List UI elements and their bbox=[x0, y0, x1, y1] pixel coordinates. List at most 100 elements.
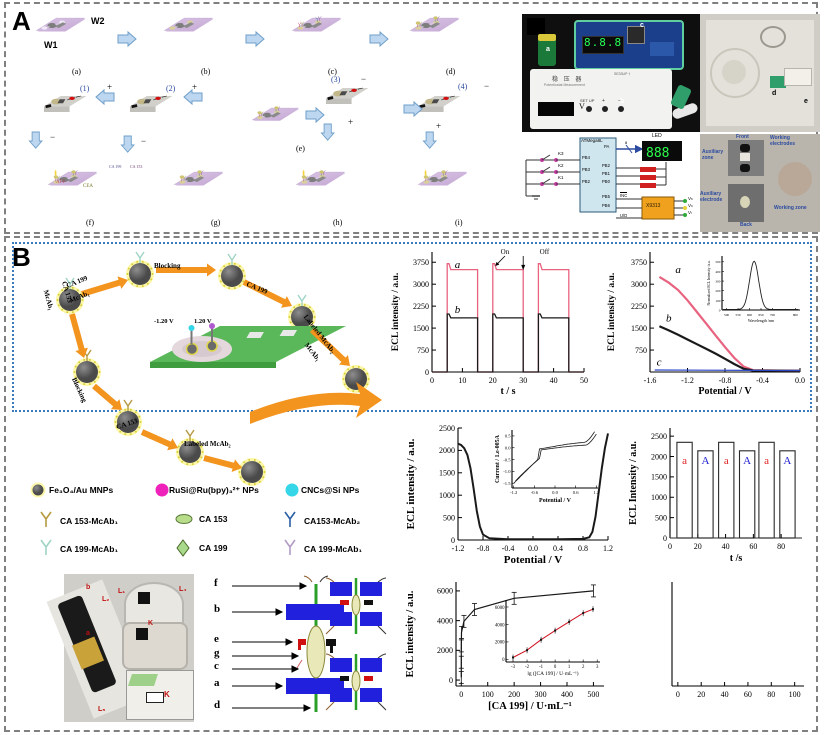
svg-text:500: 500 bbox=[724, 313, 729, 317]
working-zone-label: Working zone bbox=[774, 205, 807, 211]
svg-text:0: 0 bbox=[719, 308, 721, 312]
svg-text:500: 500 bbox=[587, 690, 599, 699]
svg-text:60: 60 bbox=[749, 542, 757, 551]
svg-text:[CA 199] / U·mL⁻¹: [CA 199] / U·mL⁻¹ bbox=[488, 701, 572, 712]
switch-k3-label: K3 bbox=[558, 151, 564, 156]
polarity-plus-4: + bbox=[436, 121, 442, 131]
legend-label-ca153mcab2: CA153-McAb₂ bbox=[304, 516, 361, 526]
svg-text:80: 80 bbox=[777, 542, 785, 551]
svg-text:t / s: t / s bbox=[501, 386, 516, 397]
analyte-afp-f: AFP bbox=[56, 180, 66, 185]
svg-text:0.0: 0.0 bbox=[528, 544, 538, 553]
svg-text:300: 300 bbox=[715, 279, 720, 283]
electrode-front-label: Front bbox=[736, 134, 749, 140]
svg-text:a: a bbox=[724, 455, 729, 467]
svg-text:550: 550 bbox=[736, 313, 741, 317]
svg-text:0.5: 0.5 bbox=[505, 434, 511, 439]
cyan-sphere-icon bbox=[285, 483, 299, 497]
device-schematic: f b e g c a d bbox=[206, 574, 392, 722]
svg-text:0.4: 0.4 bbox=[553, 544, 563, 553]
svg-text:a: a bbox=[764, 455, 769, 467]
schematic-label-f: f bbox=[214, 577, 218, 589]
schematic-label-d: d bbox=[214, 699, 221, 711]
svg-text:40: 40 bbox=[721, 690, 729, 699]
svg-text:0: 0 bbox=[676, 690, 680, 699]
ud-label: U/D bbox=[620, 213, 628, 218]
svg-text:Wavelength /nm: Wavelength /nm bbox=[748, 318, 775, 323]
svg-text:750: 750 bbox=[417, 346, 429, 355]
schematic-label-b: b bbox=[214, 603, 221, 615]
svg-text:6000: 6000 bbox=[437, 587, 453, 596]
photo-marker-d: d bbox=[772, 90, 777, 97]
svg-text:lg ([CA 199] / U·mL⁻¹): lg ([CA 199] / U·mL⁻¹) bbox=[527, 670, 578, 677]
polarity-plus-1: + bbox=[107, 82, 113, 92]
svg-text:2250: 2250 bbox=[413, 302, 429, 311]
svg-text:1500: 1500 bbox=[651, 473, 667, 482]
port-pb4-label: PB4 bbox=[582, 155, 590, 160]
svg-text:650: 650 bbox=[758, 313, 763, 317]
step-label-h: (h) bbox=[333, 218, 343, 227]
svg-text:t /s: t /s bbox=[730, 553, 743, 564]
svg-text:50: 50 bbox=[580, 376, 588, 385]
step-label-d: (d) bbox=[446, 67, 456, 76]
step-label-a: (a) bbox=[72, 67, 81, 76]
auxiliary-zone-label: Auxiliary zone bbox=[702, 149, 724, 161]
svg-text:Potential / V: Potential / V bbox=[504, 554, 563, 566]
panel-b-label: B bbox=[12, 242, 31, 272]
port-pb0-label: PB0 bbox=[602, 179, 610, 184]
svg-text:b: b bbox=[666, 313, 672, 325]
svg-text:40: 40 bbox=[550, 376, 558, 385]
scheme-step-labeled2: Labeled McAb₂ bbox=[184, 440, 231, 448]
polarity-plus-3: + bbox=[348, 117, 354, 127]
setup-button-label: SET UP bbox=[580, 98, 595, 103]
svg-text:-3: -3 bbox=[511, 665, 516, 670]
digipot-label: X9313 bbox=[646, 203, 661, 209]
instrument-display: 8.8.8 bbox=[584, 36, 623, 49]
svg-text:500: 500 bbox=[443, 513, 455, 522]
svg-text:a: a bbox=[675, 264, 681, 276]
svg-text:80: 80 bbox=[767, 690, 775, 699]
scheme-step-blocking1: Blocking bbox=[154, 262, 181, 270]
svg-text:100: 100 bbox=[482, 690, 494, 699]
panel-a: A W1 W2 (a) (b) (c) (d) (e) (f) (g) (h) … bbox=[4, 2, 820, 234]
svg-text:0: 0 bbox=[425, 368, 429, 377]
step-label-e: (e) bbox=[296, 144, 305, 153]
port-pb2-label: PB2 bbox=[602, 163, 610, 168]
svg-text:-0.4: -0.4 bbox=[502, 544, 515, 553]
battery-marker-k: K bbox=[148, 620, 154, 627]
svg-text:-1.2: -1.2 bbox=[510, 490, 518, 495]
svg-text:c: c bbox=[657, 356, 662, 368]
schematic-label-a: a bbox=[214, 677, 220, 689]
instrument-model-label: SE33UP † bbox=[614, 72, 631, 76]
photo-marker-e: e bbox=[804, 98, 808, 105]
legend-label-ca199mcab1: CA 199-McAb₁ bbox=[60, 544, 118, 554]
svg-text:-1.2: -1.2 bbox=[452, 544, 465, 553]
svg-text:30: 30 bbox=[519, 376, 527, 385]
svg-text:2500: 2500 bbox=[439, 424, 455, 433]
circuit-svg: 888 bbox=[525, 137, 687, 220]
svg-text:0.6: 0.6 bbox=[573, 490, 579, 495]
svg-text:A: A bbox=[701, 455, 709, 467]
magenta-sphere-icon bbox=[155, 483, 169, 497]
svg-text:2000: 2000 bbox=[651, 452, 667, 461]
svg-text:100: 100 bbox=[715, 299, 720, 303]
svg-text:0: 0 bbox=[502, 658, 505, 663]
svg-text:-0.8: -0.8 bbox=[719, 376, 732, 385]
svg-text:3750: 3750 bbox=[413, 258, 429, 267]
auxiliary-electrode-label: Auxiliary electrode bbox=[700, 191, 723, 203]
mnp-sphere-icon bbox=[30, 482, 46, 498]
svg-text:-0.6: -0.6 bbox=[531, 490, 539, 495]
port-pb6-label: PB6 bbox=[602, 203, 610, 208]
svg-text:300: 300 bbox=[535, 690, 547, 699]
device-potential-pos: 1.20 V bbox=[194, 318, 212, 325]
switch-k1-label: K1 bbox=[558, 175, 564, 180]
plus-button-label: + bbox=[602, 98, 605, 104]
svg-text:-1.0: -1.0 bbox=[503, 469, 511, 474]
legend-label-mnp: Fe₃O₄/Au MNPs bbox=[49, 485, 114, 495]
panel-a-scheme bbox=[28, 16, 468, 186]
svg-text:ECL Intensity / a.u.: ECL Intensity / a.u. bbox=[628, 441, 639, 525]
svg-text:-1.5: -1.5 bbox=[503, 481, 511, 486]
